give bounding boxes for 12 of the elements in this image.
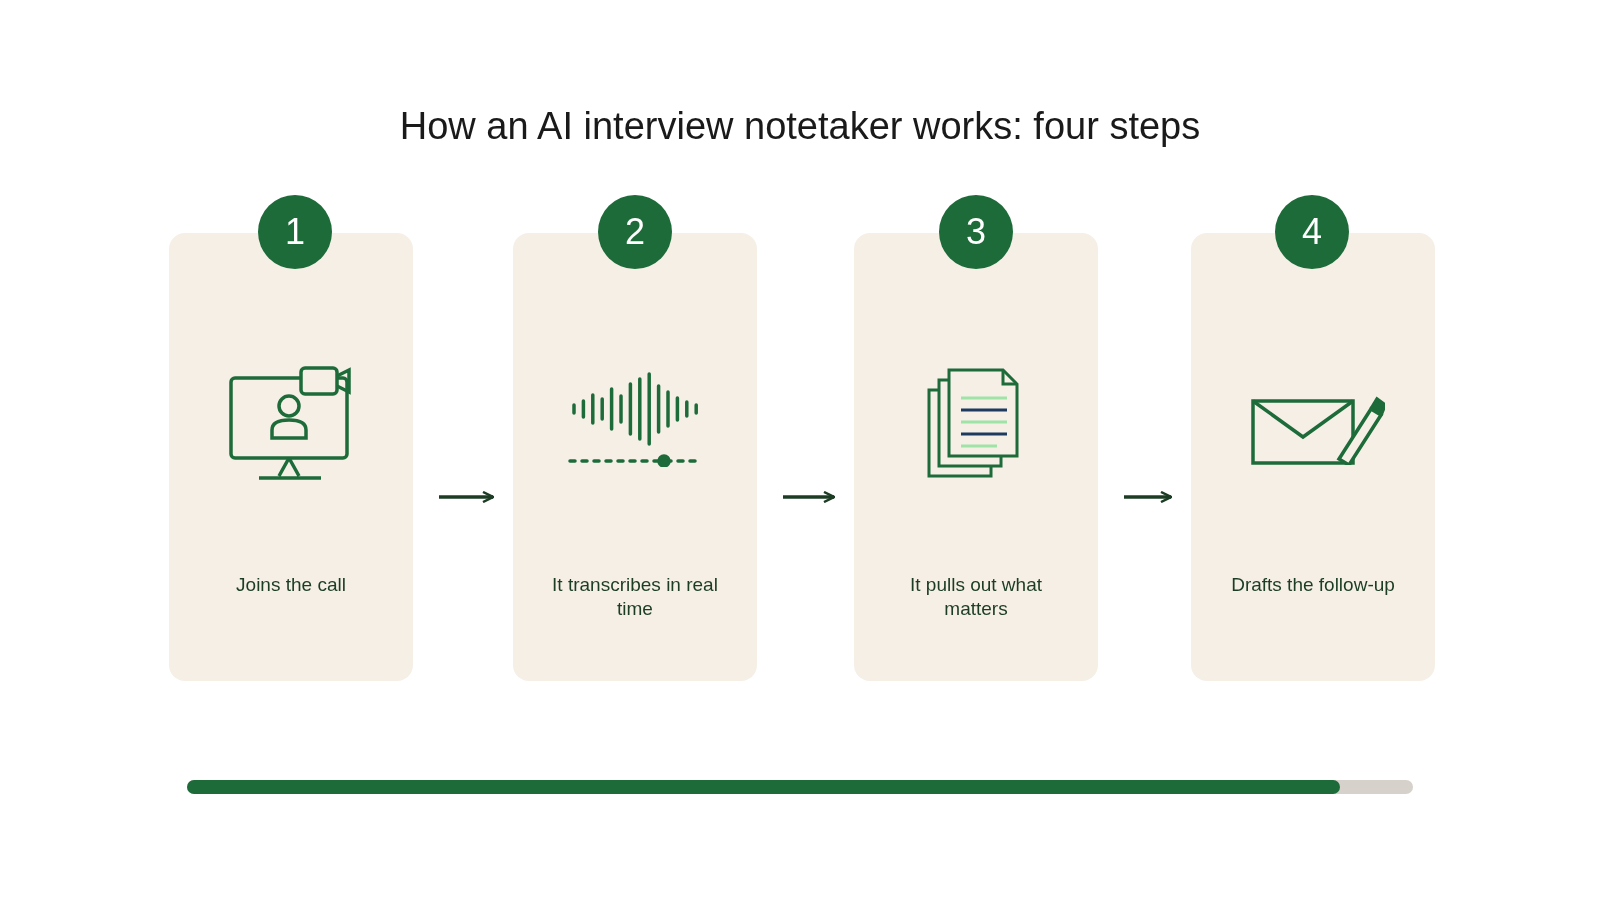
arrow [1124,490,1173,504]
step-number-badge: 4 [1275,195,1349,269]
step-label: Joins the call [235,573,347,597]
step-label: Drafts the follow-up [1230,573,1396,597]
title: How an AI interview notetaker works: four steps [398,104,1202,149]
step-number-badge: 1 [258,195,332,269]
step-number-badge: 2 [598,195,672,269]
arrow [439,490,495,504]
step-label: It transcribes in real time [551,573,719,621]
step-number-badge: 3 [939,195,1013,269]
arrow [783,490,836,504]
step-label: It pulls out what matters [909,573,1043,621]
